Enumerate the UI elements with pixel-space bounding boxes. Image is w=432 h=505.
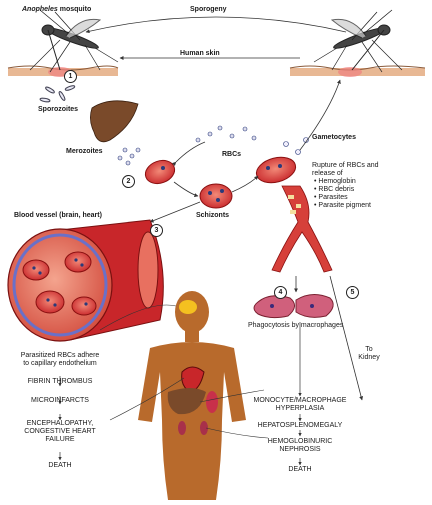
left-chain-item: DEATH xyxy=(48,462,72,469)
right-chain-item: HYPERPLASIA xyxy=(275,405,325,412)
vessel-arrow xyxy=(149,201,201,223)
schizont-arrow xyxy=(173,181,199,198)
sporozoites-icon xyxy=(39,85,76,103)
release-item: RBC debris xyxy=(314,186,371,194)
right-mosquito-icon xyxy=(313,9,403,73)
step-number-badge: 1 xyxy=(64,70,77,83)
step-number-badge: 5 xyxy=(346,286,359,299)
to-kidney-label-line1: To xyxy=(365,346,373,353)
sporogeny-label: Sporogeny xyxy=(190,6,227,13)
schizonts-label: Schizonts xyxy=(196,212,230,219)
adhere-label-line1: Parasitized RBCs adhere xyxy=(20,352,100,359)
merozoites-icon xyxy=(117,125,257,166)
heart-pointer xyxy=(109,377,185,421)
blood-vessel-label: Blood vessel (brain, heart) xyxy=(14,212,102,219)
debris-icon xyxy=(288,195,301,214)
right-skin-strip xyxy=(289,65,426,77)
gametocyte-uptake-arrow xyxy=(299,79,341,151)
brain-pointer xyxy=(99,304,177,331)
step-number-badge: 4 xyxy=(274,286,287,299)
left-chain-item: ENCEPHALOPATHY, xyxy=(26,420,94,427)
gametocyte-cell xyxy=(255,156,297,184)
merozoite-arrow xyxy=(172,141,206,166)
phagocytosis-label: Phagocytosis by macrophages xyxy=(248,322,344,329)
capillary-branch xyxy=(271,185,333,273)
kidney-pointer xyxy=(205,427,269,439)
sporogeny-arrow xyxy=(85,16,347,34)
step-number-badge: 3 xyxy=(150,224,163,237)
left-chain-item: FAILURE xyxy=(45,436,75,443)
right-chain-item: NEPHROSIS xyxy=(279,446,321,453)
right-chain-item: HEMOGLOBINURIC xyxy=(267,438,333,445)
to-kidney-label-line2: Kidney xyxy=(358,354,380,361)
sporozoites-label: Sporozoites xyxy=(38,106,79,113)
adhere-label-line2: to capillary endothelium xyxy=(23,360,97,367)
left-chain-item: FIBRIN THROMBUS xyxy=(27,378,93,385)
right-chain-item: MONOCYTE/MACROPHAGE xyxy=(253,397,347,404)
left-chain-item: MICROINFARCTS xyxy=(31,397,89,404)
gametocytes-icon xyxy=(283,137,309,155)
human-figure-icon xyxy=(138,291,246,500)
rbc-cell xyxy=(144,159,176,185)
human-skin-label: Human skin xyxy=(180,50,220,57)
macrophages-icon xyxy=(253,294,334,319)
right-chain-item: DEATH xyxy=(288,466,312,473)
schizont-cell xyxy=(199,183,233,209)
release-item: Parasites xyxy=(314,194,371,202)
left-chain-item: CONGESTIVE HEART xyxy=(24,428,96,435)
mosquito-title: Anopheles mosquito xyxy=(22,6,92,13)
liver-icon xyxy=(90,100,139,143)
release-list: Hemoglobin RBC debris Parasites Parasite… xyxy=(314,178,371,210)
release-item: Parasite pigment xyxy=(314,202,371,210)
gametocytes-label: Gametocytes xyxy=(312,134,356,141)
right-chain-item: HEPATOSPLENOMEGALY xyxy=(257,422,343,429)
step-number-badge: 2 xyxy=(122,175,135,188)
rupture-label-line1: Rupture of RBCs and xyxy=(312,162,379,169)
rbcs-label: RBCs xyxy=(222,151,242,158)
left-skin-strip xyxy=(7,65,119,77)
rupture-arrow xyxy=(231,175,259,193)
merozoites-label: Merozoites xyxy=(66,148,103,155)
rupture-label-line2: release of xyxy=(312,170,343,177)
blood-vessel-illustration xyxy=(7,219,164,342)
to-kidney-arrow xyxy=(329,275,364,401)
release-item: Hemoglobin xyxy=(314,178,371,186)
left-mosquito-icon xyxy=(29,9,119,73)
liver-pointer xyxy=(199,389,265,403)
